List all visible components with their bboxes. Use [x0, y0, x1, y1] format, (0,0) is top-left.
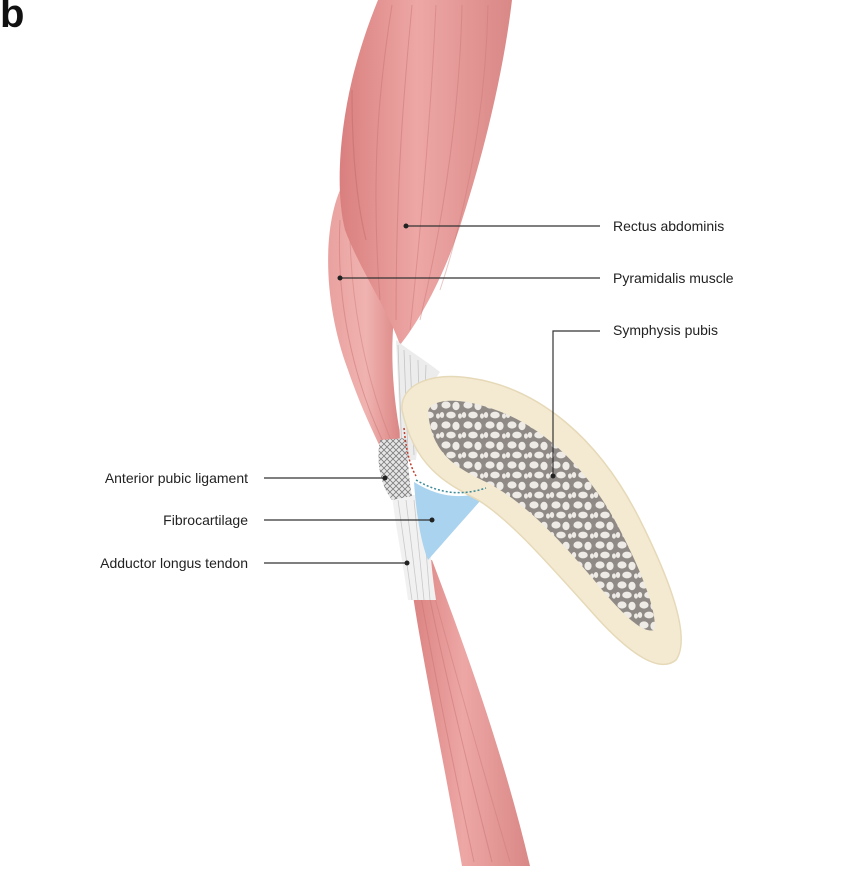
label-fibrocartilage: Fibrocartilage [163, 512, 248, 528]
label-anterior-pubic-ligament: Anterior pubic ligament [104, 470, 248, 486]
pubic-bone [401, 375, 682, 666]
adductor-longus-muscle [408, 560, 530, 866]
fibrocartilage-region [414, 482, 490, 560]
leader-lines [264, 225, 600, 564]
anterior-pubic-ligament [378, 438, 412, 500]
leader-dots [337, 223, 556, 566]
label-symphysis-pubis: Symphysis pubis [613, 322, 719, 338]
label-pyramidalis-muscle: Pyramidalis muscle [613, 270, 734, 286]
panel-letter: b [0, 0, 25, 36]
label-rectus-abdominis: Rectus abdominis [613, 218, 725, 234]
label-adductor-longus-tendon: Adductor longus tendon [100, 555, 248, 571]
leader-line-symphysis [552, 330, 600, 476]
rectus-abdominis-muscle [339, 0, 512, 345]
